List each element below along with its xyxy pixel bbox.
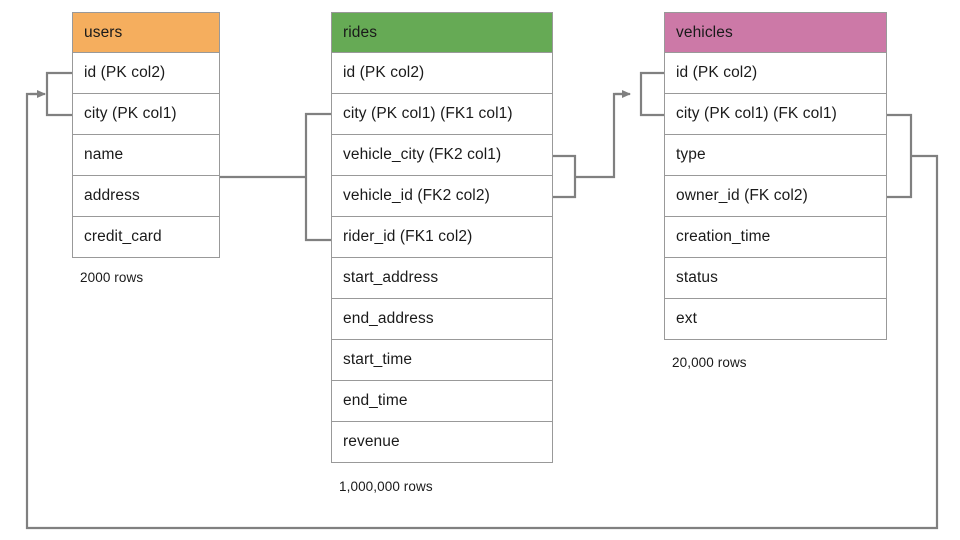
table-users-column-2: name [72, 135, 220, 176]
table-rides-column-0: id (PK col2) [331, 53, 553, 94]
table-users[interactable]: users id (PK col2) city (PK col1) name a… [72, 12, 220, 258]
table-rides-column-5: start_address [331, 258, 553, 299]
connector-vehicles-bracket [639, 71, 664, 117]
table-vehicles-column-3: owner_id (FK col2) [664, 176, 887, 217]
connector-rides-fk2-link [575, 92, 626, 179]
table-vehicles-column-5: status [664, 258, 887, 299]
connector-rides-fk1-bracket [304, 112, 331, 242]
table-users-column-0: id (PK col2) [72, 53, 220, 94]
table-users-column-3: address [72, 176, 220, 217]
table-vehicles-column-4: creation_time [664, 217, 887, 258]
table-rides-header: rides [331, 12, 553, 53]
table-vehicles[interactable]: vehicles id (PK col2) city (PK col1) (FK… [664, 12, 887, 340]
table-users-header: users [72, 12, 220, 53]
table-users-column-1: city (PK col1) [72, 94, 220, 135]
table-vehicles-column-6: ext [664, 299, 887, 340]
table-rides-column-8: end_time [331, 381, 553, 422]
table-users-row-count: 2000 rows [80, 270, 144, 285]
table-rides-column-3: vehicle_id (FK2 col2) [331, 176, 553, 217]
connector-users-bracket [45, 71, 72, 117]
connector-rides-fk2-bracket [553, 154, 577, 199]
table-vehicles-column-0: id (PK col2) [664, 53, 887, 94]
table-rides-column-2: vehicle_city (FK2 col1) [331, 135, 553, 176]
table-vehicles-column-1: city (PK col1) (FK col1) [664, 94, 887, 135]
table-vehicles-row-count: 20,000 rows [672, 355, 747, 370]
table-rides[interactable]: rides id (PK col2) city (PK col1) (FK1 c… [331, 12, 553, 463]
table-rides-column-6: end_address [331, 299, 553, 340]
table-rides-column-7: start_time [331, 340, 553, 381]
table-rides-column-1: city (PK col1) (FK1 col1) [331, 94, 553, 135]
table-vehicles-header: vehicles [664, 12, 887, 53]
connector-vehicles-fk-bracket [887, 113, 913, 199]
table-rides-column-9: revenue [331, 422, 553, 463]
table-users-column-4: credit_card [72, 217, 220, 258]
table-rides-column-4: rider_id (FK1 col2) [331, 217, 553, 258]
table-vehicles-column-2: type [664, 135, 887, 176]
table-rides-row-count: 1,000,000 rows [339, 479, 433, 494]
